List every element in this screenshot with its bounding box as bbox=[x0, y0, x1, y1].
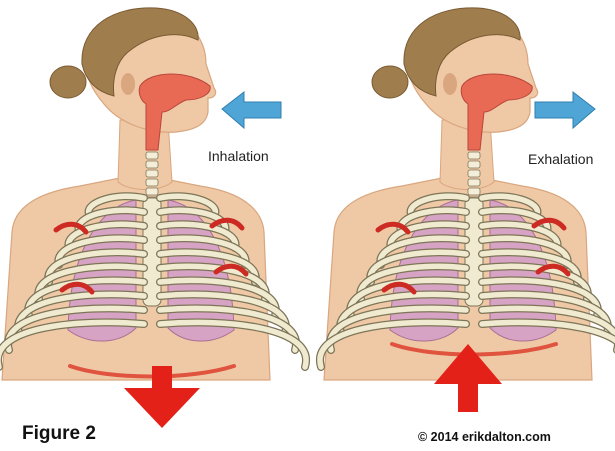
figure-caption: Figure 2 bbox=[22, 423, 96, 445]
trachea-ring bbox=[146, 152, 158, 159]
hair-bun bbox=[372, 66, 408, 98]
trachea-ring bbox=[468, 161, 480, 168]
trachea-ring bbox=[146, 188, 158, 195]
trachea-ring bbox=[468, 188, 480, 195]
inhalation-label: Inhalation bbox=[208, 148, 269, 164]
inhalation-figure bbox=[0, 8, 306, 380]
trachea-ring bbox=[146, 179, 158, 186]
inhalation-airflow-arrow bbox=[222, 92, 281, 128]
trachea-ring bbox=[468, 179, 480, 186]
exhalation-airflow-arrow bbox=[535, 92, 595, 128]
trachea-ring bbox=[146, 161, 158, 168]
ear bbox=[443, 73, 457, 95]
trachea-ring bbox=[468, 170, 480, 177]
hair-bun bbox=[50, 66, 86, 98]
exhalation-label: Exhalation bbox=[528, 151, 593, 167]
trachea-ring bbox=[146, 170, 158, 177]
ear bbox=[121, 73, 135, 95]
copyright-text: © 2014 erikdalton.com bbox=[418, 430, 551, 444]
trachea-ring bbox=[468, 152, 480, 159]
exhalation-figure bbox=[320, 8, 615, 380]
